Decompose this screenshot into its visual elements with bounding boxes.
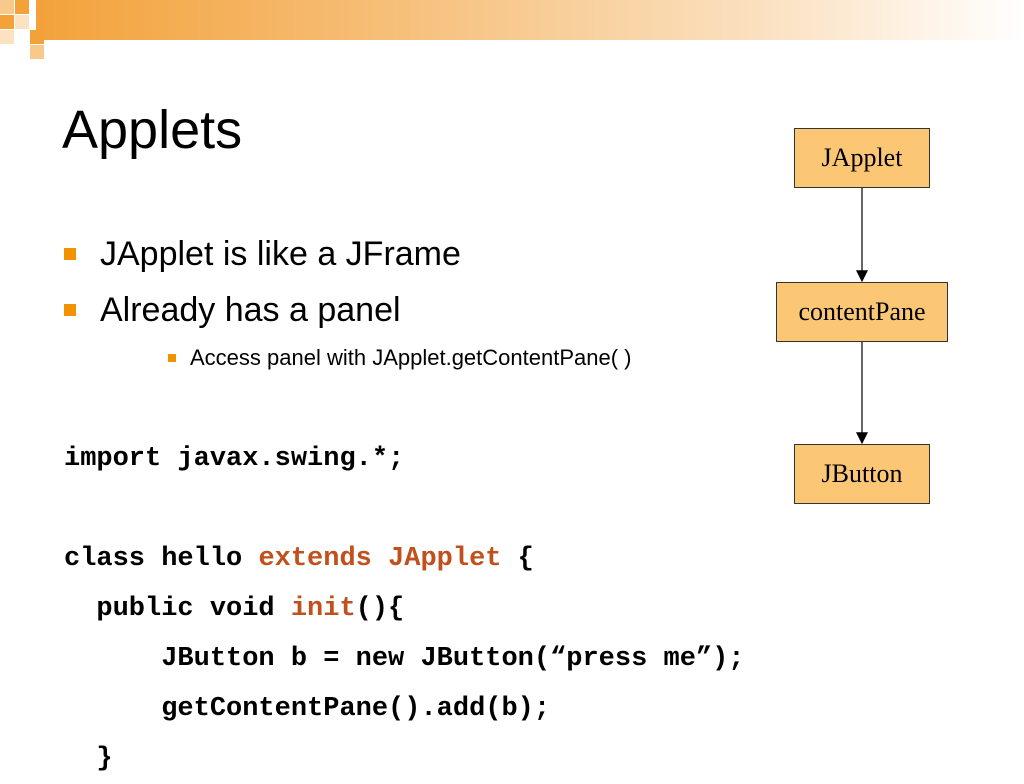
header-gradient-bar	[36, 0, 1024, 40]
slide-title: Applets	[62, 100, 243, 160]
code-text: JButton b = new JButton(“press me”);	[64, 644, 745, 674]
diagram-node-contentpane: contentPane	[776, 282, 948, 342]
header-square	[0, 15, 14, 29]
sub-bullet-item: Access panel with JApplet.getContentPane…	[168, 344, 631, 372]
square-bullet-icon	[64, 304, 76, 316]
code-line: JButton b = new JButton(“press me”);	[64, 634, 745, 684]
code-text: (){	[355, 594, 405, 624]
header-square	[30, 45, 44, 59]
header-square	[15, 15, 29, 29]
header-square	[15, 0, 29, 14]
code-line: getContentPane().add(b);	[64, 684, 745, 734]
diagram-arrows	[856, 188, 868, 445]
code-keyword: extends JApplet	[258, 544, 502, 574]
code-text: }	[64, 744, 113, 774]
diagram-node-japplet: JApplet	[794, 128, 930, 188]
diagram-node-jbutton: JButton	[794, 444, 930, 504]
square-bullet-icon	[168, 354, 176, 362]
bullet-text: Already has a panel	[100, 291, 401, 329]
class-hierarchy-diagram: JApplet contentPane JButton	[776, 126, 948, 506]
bullet-text: JApplet is like a JFrame	[100, 235, 461, 273]
code-line	[64, 484, 745, 534]
code-text: import javax.swing.*;	[64, 444, 405, 474]
code-line: class hello extends JApplet {	[64, 534, 745, 584]
code-line: }	[64, 734, 745, 784]
sub-bullet-text: Access panel with JApplet.getContentPane…	[190, 345, 632, 370]
code-line: import javax.swing.*;	[64, 434, 745, 484]
code-line: public void init(){	[64, 584, 745, 634]
code-block: import javax.swing.*; class hello extends…	[64, 434, 745, 784]
code-text: public void	[64, 594, 291, 624]
bullet-item: Already has a panel	[64, 290, 401, 330]
code-keyword: init	[290, 594, 356, 624]
code-text: {	[501, 544, 534, 574]
header-square	[0, 30, 14, 44]
code-text: class hello	[64, 544, 259, 574]
header-square	[0, 0, 14, 14]
code-text: getContentPane().add(b);	[64, 694, 551, 724]
square-bullet-icon	[64, 248, 76, 260]
bullet-item: JApplet is like a JFrame	[64, 234, 461, 274]
